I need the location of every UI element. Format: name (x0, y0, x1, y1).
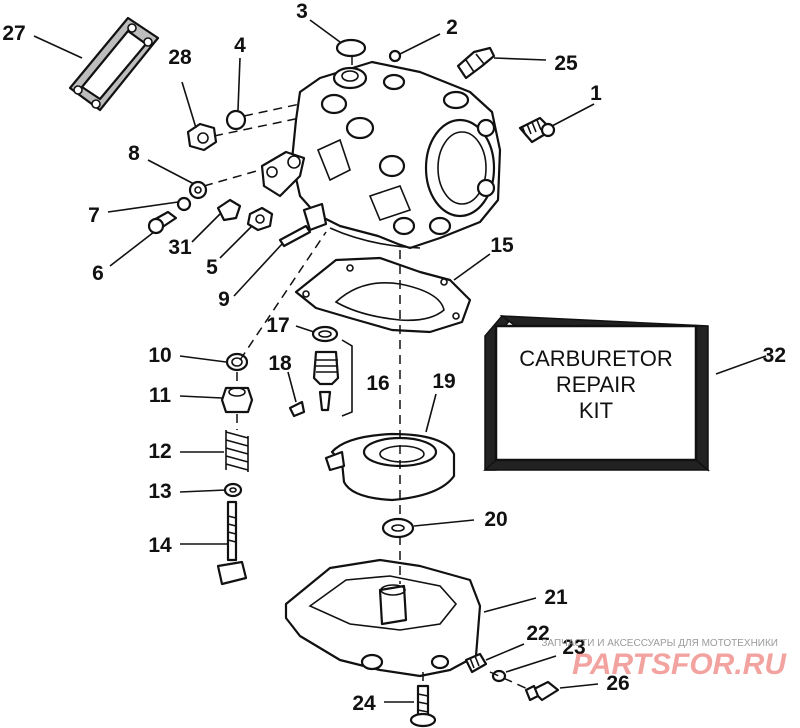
callout-4: 4 (234, 34, 246, 57)
part-10-oring (225, 352, 249, 372)
repair-kit-box: CARBURETOR REPAIR KIT (483, 315, 711, 472)
part-23-washer (491, 669, 507, 683)
leader-lines (33, 19, 767, 703)
callout-2: 2 (446, 16, 458, 39)
carburetor-body (260, 60, 502, 250)
callout-1: 1 (590, 82, 602, 105)
callout-25: 25 (554, 52, 578, 75)
callout-19: 19 (432, 370, 455, 393)
callout-16: 16 (366, 372, 389, 395)
part-17-gasket-ring (311, 325, 339, 343)
kit-box-line2: REPAIR (556, 372, 636, 397)
kit-box-line1: CARBURETOR (519, 346, 673, 371)
callout-32: 32 (763, 344, 786, 367)
part-27-flange-gasket (68, 16, 160, 112)
watermark: ЗАПЧАСТИ И АКСЕССУАРЫ ДЛЯ МОТОТЕХНИКИ PA… (541, 638, 787, 681)
part-18-clip (288, 400, 306, 418)
part-22-spring (464, 652, 488, 674)
part-11-packing-nut (220, 386, 254, 414)
callout-24: 24 (352, 692, 376, 715)
part-20-gasket-ring (381, 517, 415, 539)
part-25-fitting (456, 46, 496, 80)
callout-18: 18 (268, 352, 292, 375)
part-6-screw (147, 210, 178, 235)
part-8-lockwasher (188, 180, 208, 200)
part-14-needle-valve (216, 500, 248, 586)
callout-22: 22 (526, 622, 549, 645)
watermark-logo: PARTSFOR.RU (572, 648, 787, 681)
part-16-needle-and-seat (312, 339, 353, 417)
callout-8: 8 (128, 142, 140, 165)
part-26-plug-screw (524, 680, 560, 702)
part-15-gasket (294, 256, 472, 334)
assembly-lines (203, 56, 531, 691)
part-1-idle-screw (518, 116, 556, 144)
callout-28: 28 (168, 46, 192, 69)
callout-13: 13 (148, 480, 171, 503)
part-19-float (324, 432, 456, 502)
callout-21: 21 (544, 586, 568, 609)
part-3-cap (335, 38, 367, 58)
callout-12: 12 (148, 440, 171, 463)
callout-6: 6 (92, 262, 104, 285)
callout-3: 3 (296, 0, 308, 23)
part-9-pin (278, 224, 312, 248)
callout-17: 17 (266, 314, 289, 337)
part-13-washer (223, 482, 243, 498)
part-12-spring (225, 430, 249, 472)
callout-27: 27 (2, 22, 25, 45)
part-7-washer (176, 196, 192, 212)
part-24-screw (409, 684, 437, 728)
callout-31: 31 (168, 236, 192, 259)
part-5-nut (246, 206, 274, 232)
callout-23: 23 (562, 636, 585, 659)
callout-14: 14 (148, 534, 172, 557)
watermark-caption: ЗАПЧАСТИ И АКСЕССУАРЫ ДЛЯ МОТОТЕХНИКИ (541, 638, 778, 649)
part-31-bushing (216, 198, 242, 222)
callout-11: 11 (149, 384, 172, 407)
callout-10: 10 (148, 344, 171, 367)
callout-7: 7 (88, 204, 100, 227)
part-21-float-bowl (284, 558, 482, 678)
callout-15: 15 (490, 234, 514, 257)
kit-box-line3: KIT (579, 398, 613, 423)
callout-5: 5 (206, 256, 218, 279)
callout-26: 26 (606, 672, 629, 695)
callout-labels: 27 28 4 3 2 25 1 8 7 6 31 5 9 10 11 12 1… (2, 0, 786, 715)
part-4-plug (225, 109, 247, 131)
part-2-ball (388, 49, 402, 63)
callout-9: 9 (218, 288, 230, 311)
callout-20: 20 (484, 508, 507, 531)
part-28-nut (186, 122, 218, 152)
